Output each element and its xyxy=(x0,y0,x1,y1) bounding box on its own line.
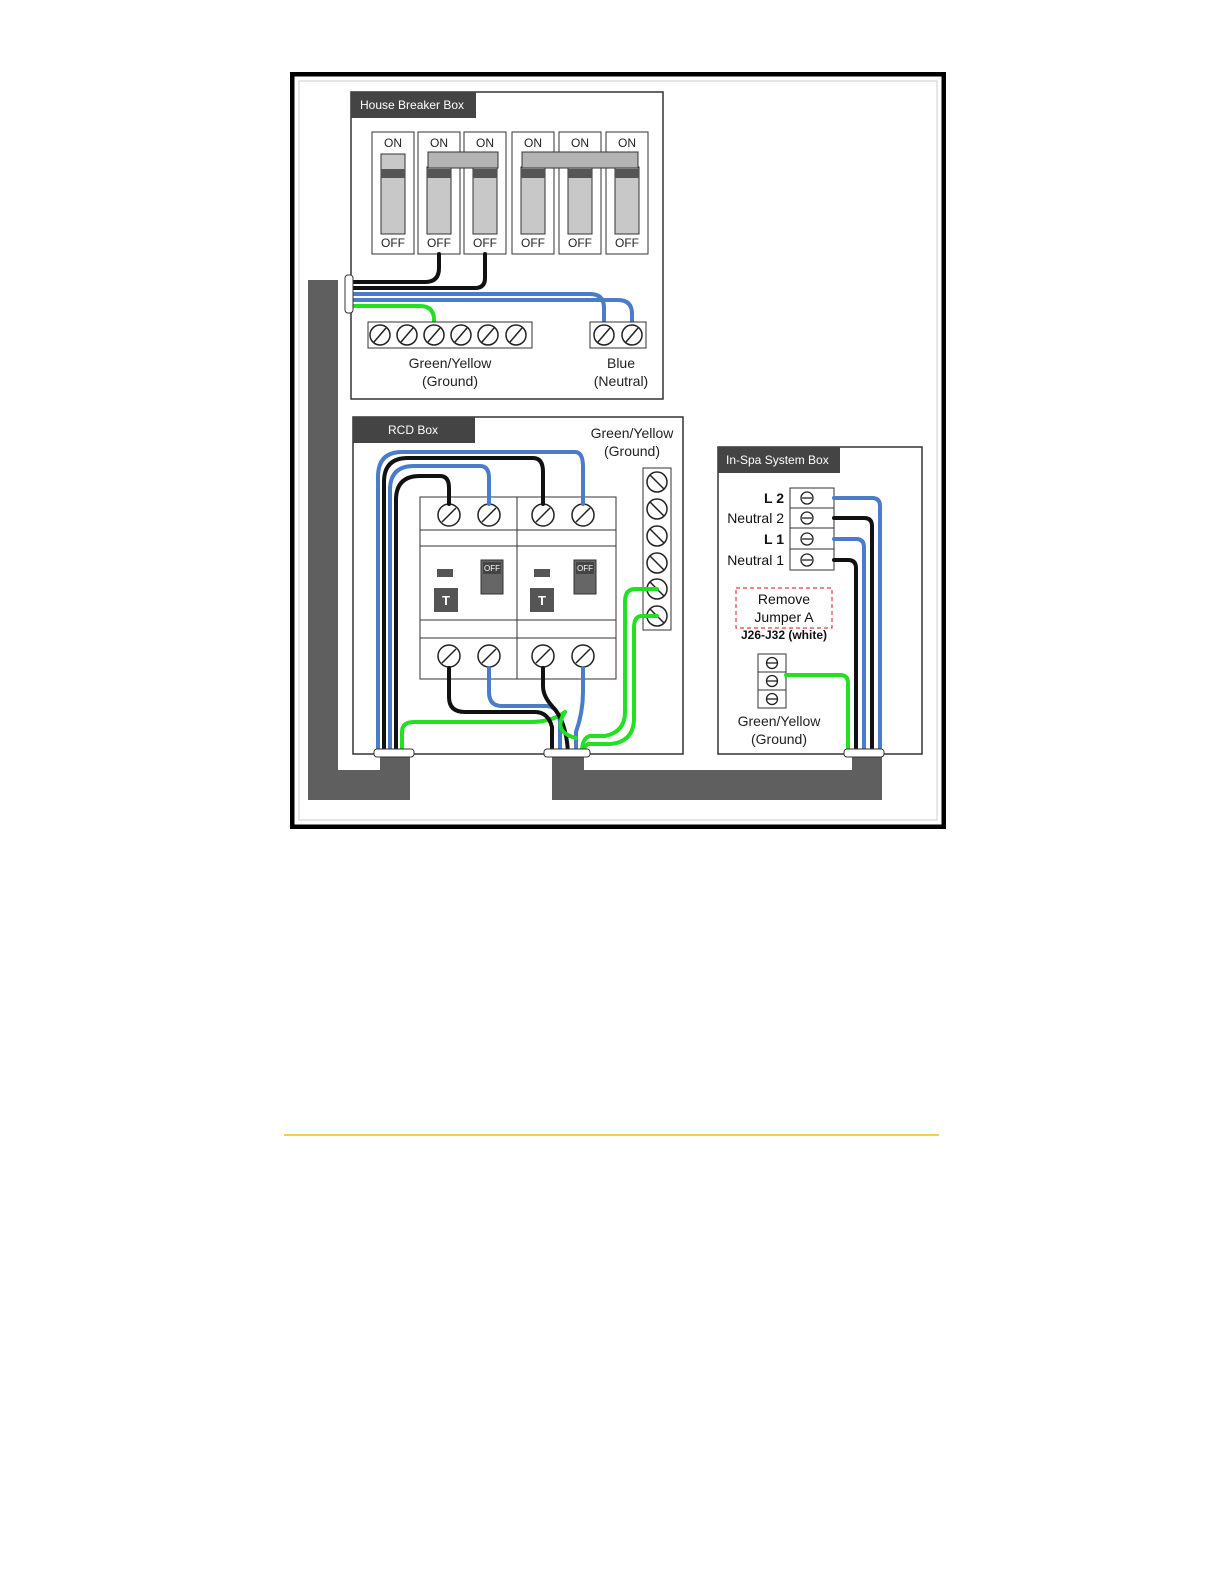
spa-terminal-label-neutral2: Neutral 2 xyxy=(727,510,784,526)
breaker-off-label: OFF xyxy=(521,236,545,250)
house-breaker-box-title: House Breaker Box xyxy=(360,98,464,112)
spa-terminal-block xyxy=(790,488,834,570)
breaker-on-label: ON xyxy=(618,136,636,150)
rcd-ground-label-line2: (Ground) xyxy=(604,443,660,459)
test-button-label: T xyxy=(538,593,546,608)
house-neutral-label-line1: Blue xyxy=(607,355,635,371)
breaker-6: ON OFF xyxy=(606,132,648,254)
rcd-switch-label: OFF xyxy=(577,564,593,573)
spa-box-title: In-Spa System Box xyxy=(726,453,829,467)
breaker-off-label: OFF xyxy=(473,236,497,250)
rcd-ground-label-line1: Green/Yellow xyxy=(591,425,675,441)
neutral-terminal-block xyxy=(590,322,646,348)
rcd-switch-label: OFF xyxy=(484,564,500,573)
breaker-5: ON OFF xyxy=(559,132,601,254)
breaker-tie-bar-2pole xyxy=(428,152,498,168)
breaker-on-label: ON xyxy=(524,136,542,150)
spa-terminal-label-neutral1: Neutral 1 xyxy=(727,552,784,568)
house-cable-clamp xyxy=(345,275,353,313)
horizontal-rule xyxy=(284,1134,939,1136)
breaker-on-label: ON xyxy=(571,136,589,150)
breaker-3: ON OFF xyxy=(464,132,506,254)
house-neutral-label-line2: (Neutral) xyxy=(594,373,648,389)
rcd-box-title: RCD Box xyxy=(388,423,438,437)
test-button-label: T xyxy=(442,593,450,608)
jumper-note-line2: Jumper A xyxy=(754,609,814,625)
breaker-on-label: ON xyxy=(476,136,494,150)
breaker-4: ON OFF xyxy=(512,132,554,254)
breaker-1: ON OFF xyxy=(372,132,414,254)
breaker-2: ON OFF xyxy=(418,132,460,254)
spa-terminal-label-l2: L 2 xyxy=(764,490,784,506)
ground-terminal-block xyxy=(368,322,532,348)
rcd-ground-terminal-strip xyxy=(643,468,671,630)
spa-ground-label-line1: Green/Yellow xyxy=(738,713,822,729)
spa-terminal-label-l1: L 1 xyxy=(764,531,784,547)
spa-ground-label-line2: (Ground) xyxy=(751,731,807,747)
breaker-off-label: OFF xyxy=(615,236,639,250)
breaker-off-label: OFF xyxy=(381,236,405,250)
jumper-note-line3: J26-J32 (white) xyxy=(741,628,827,642)
spa-ground-terminal xyxy=(758,654,786,708)
house-ground-label-line2: (Ground) xyxy=(422,373,478,389)
breaker-off-label: OFF xyxy=(568,236,592,250)
breaker-on-label: ON xyxy=(384,136,402,150)
jumper-note-line1: Remove xyxy=(758,591,810,607)
house-ground-label-line1: Green/Yellow xyxy=(409,355,493,371)
wiring-diagram: House Breaker Box ON OFF ON OFF ON OFF xyxy=(290,72,946,829)
breaker-on-label: ON xyxy=(430,136,448,150)
rcd-left-cable-clamp xyxy=(374,749,414,757)
breaker-tie-bar-3pole xyxy=(522,152,638,168)
breaker-off-label: OFF xyxy=(427,236,451,250)
rcd-device: T T OFF OFF xyxy=(420,497,616,679)
rcd-center-cable-clamp xyxy=(544,749,590,757)
spa-cable-clamp xyxy=(844,749,884,757)
